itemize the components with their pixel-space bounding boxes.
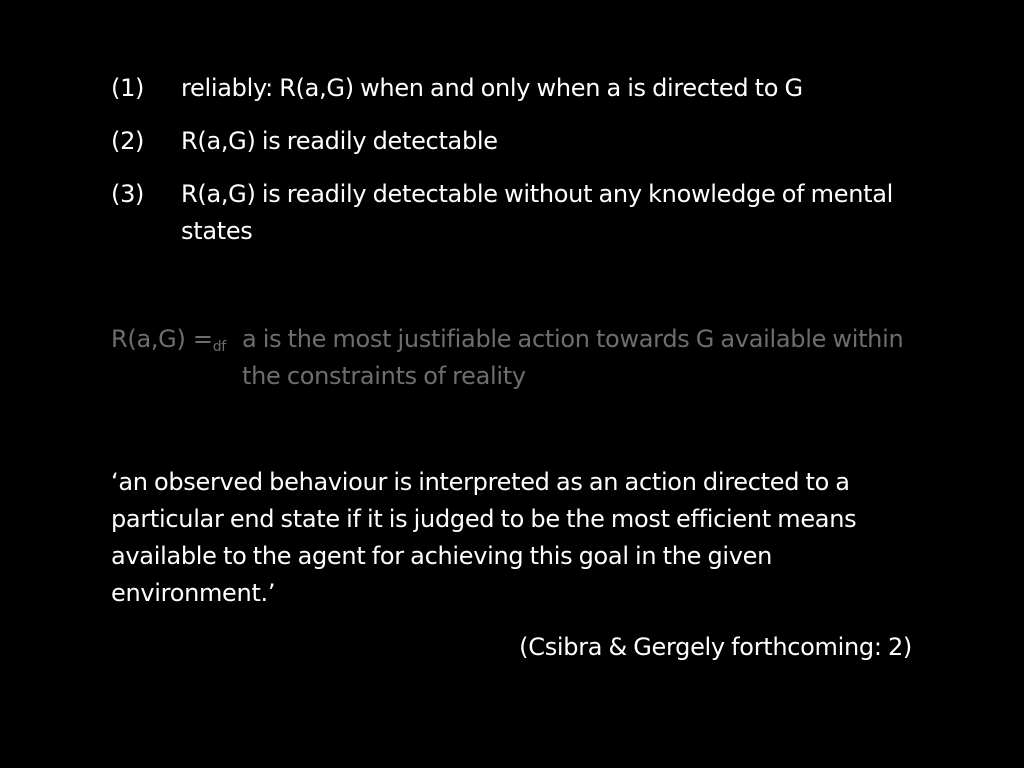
quote-text: ‘an observed behaviour is interpreted as…	[111, 468, 857, 607]
quote-citation: (Csibra & Gergely forthcoming: 2)	[519, 633, 912, 661]
item-text: R(a,G) is readily detectable without any…	[181, 180, 893, 245]
definition-term-main: R(a,G) =	[111, 325, 213, 353]
item-number: (1)	[111, 74, 145, 102]
item-number: (2)	[111, 127, 145, 155]
item-text: reliably: R(a,G) when and only when a is…	[181, 74, 803, 102]
item-text: R(a,G) is readily detectable	[181, 127, 498, 155]
item-number: (3)	[111, 180, 145, 208]
definition-term: R(a,G) =df	[111, 321, 226, 358]
definition-body: a is the most justifiable action towards…	[242, 325, 904, 390]
definition-subscript: df	[212, 339, 227, 355]
